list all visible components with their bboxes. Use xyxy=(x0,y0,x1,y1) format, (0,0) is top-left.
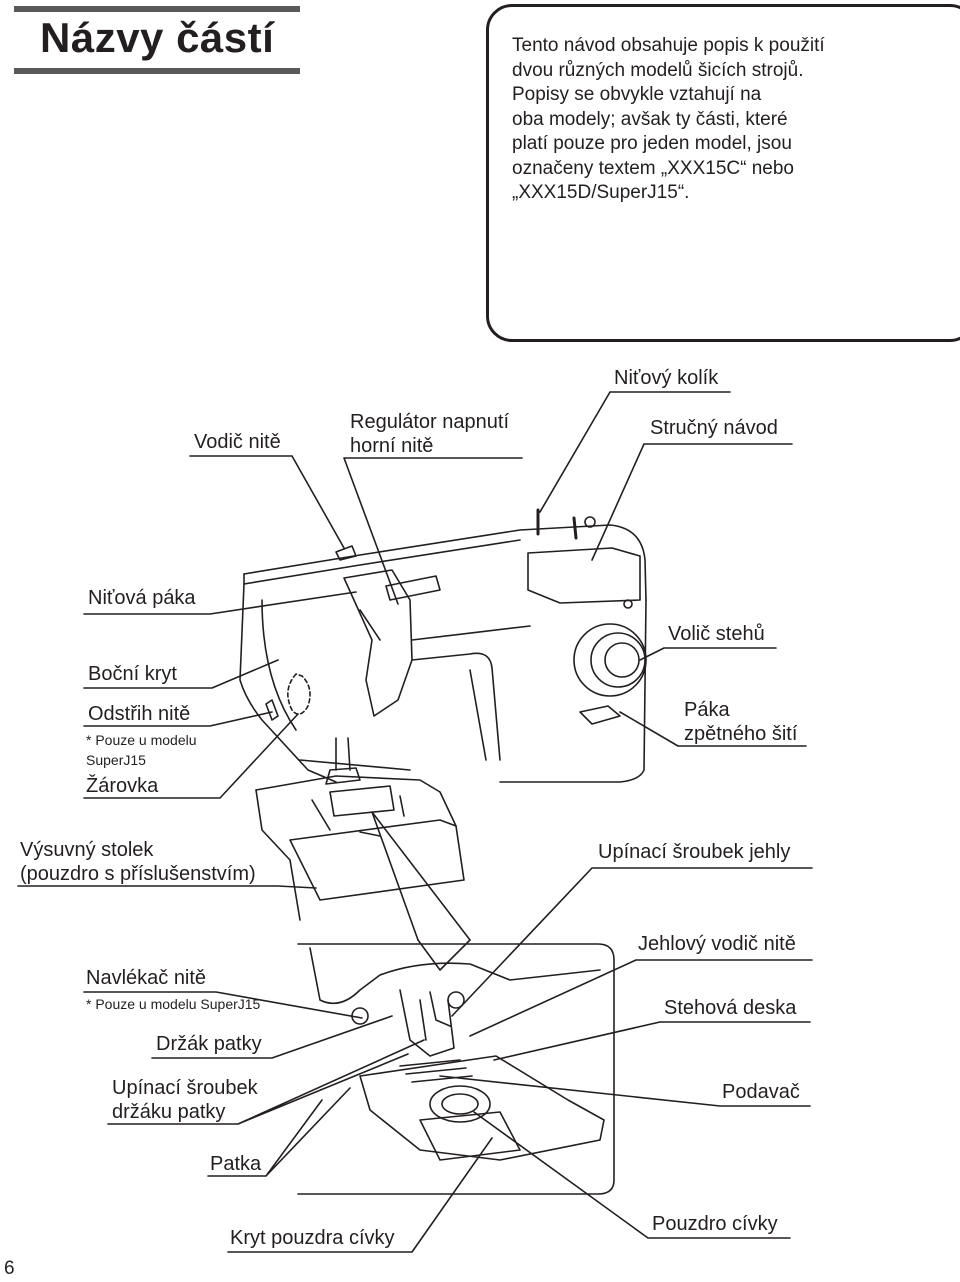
label-podavac: Podavač xyxy=(722,1081,800,1103)
note-navlekac-superj15: * Pouze u modelu SuperJ15 xyxy=(86,996,261,1012)
label-upinaci-sroubek-drzaku: Upínací šroubek držáku patky xyxy=(112,1077,258,1123)
label-nitova-paka: Niťová páka xyxy=(88,587,196,609)
label-paka-zpetneho-siti: Páka zpětného šití xyxy=(684,699,798,745)
label-strucny-navod: Stručný návod xyxy=(650,417,778,439)
closeup-box xyxy=(297,943,615,1195)
intro-text: Tento návod obsahuje popis k použití dvo… xyxy=(512,35,825,203)
label-regulator-napnuti: Regulátor napnutí horní nitě xyxy=(350,411,510,457)
label-vodic-nite: Vodič nitě xyxy=(194,431,281,453)
label-drzak-patky: Držák patky xyxy=(156,1033,262,1055)
title-bar-bottom xyxy=(14,68,300,74)
label-bocni-kryt: Boční kryt xyxy=(88,663,177,685)
label-navlekac-nite: Navlékač nitě xyxy=(86,967,207,989)
label-vysuvny-stolek: Výsuvný stolek (pouzdro s příslušenstvím… xyxy=(20,839,256,885)
page-title: Názvy částí xyxy=(40,14,275,61)
note-odstrih-superj15: * Pouze u modelu SuperJ15 xyxy=(86,732,197,768)
page-number: 6 xyxy=(4,1258,15,1279)
label-patka: Patka xyxy=(210,1153,262,1175)
label-pouzdro-civky: Pouzdro cívky xyxy=(652,1213,778,1235)
label-odstrih-nite: Odstřih nitě xyxy=(88,703,191,725)
label-kryt-pouzdra-civky: Kryt pouzdra cívky xyxy=(230,1227,395,1249)
label-zarovka: Žárovka xyxy=(86,775,159,797)
label-volic-stehu: Volič stehů xyxy=(668,623,765,645)
title-bar-top xyxy=(14,6,300,12)
leader-lines xyxy=(17,391,813,1253)
label-nitovy-kolik: Niťový kolík xyxy=(614,367,719,389)
label-stehova-deska: Stehová deska xyxy=(664,997,797,1019)
label-upinaci-sroubek-jehly: Upínací šroubek jehly xyxy=(598,841,791,863)
label-jehlovy-vodic-nite: Jehlový vodič nitě xyxy=(638,933,796,955)
machine-body xyxy=(239,508,647,921)
intro-box xyxy=(486,4,960,342)
